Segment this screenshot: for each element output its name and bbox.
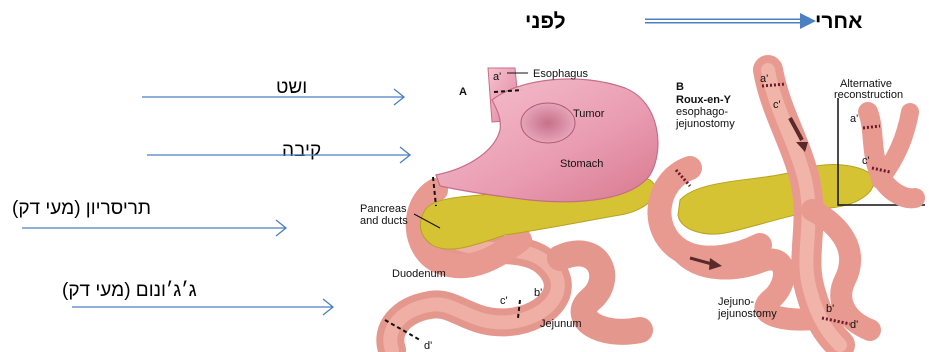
panel-a: A Esophagus Tumor Stomach Pancreas and d… (360, 68, 658, 352)
pointer-arrow-stomach (147, 147, 410, 163)
panel-b-title-2: esophago- (676, 106, 728, 118)
b-d-prime-label: d' (850, 319, 858, 331)
panel-b: B Roux-en-Y esophago- jejunostomy a' c' … (659, 70, 925, 345)
b-prime-label: b' (534, 287, 542, 299)
a-prime-label: a' (493, 71, 501, 83)
jejunum-label: Jejunum (540, 318, 582, 330)
b-c-prime-label: c' (773, 99, 781, 111)
panel-a-letter: A (459, 86, 467, 98)
d-prime-label: d' (424, 340, 432, 352)
pancreas-label-2: and ducts (360, 215, 408, 227)
tumor-shape (521, 103, 575, 143)
alt-a-prime-label: a' (850, 113, 858, 125)
jj-label-2: jejunostomy (717, 308, 777, 320)
pointer-arrow-jejunum (72, 299, 333, 315)
esophagus-label: Esophagus (533, 68, 589, 80)
pointer-arrow-esophagus (142, 89, 404, 105)
panel-b-title-3: jejunostomy (675, 118, 735, 130)
panel-b-letter: B (676, 81, 684, 93)
duodenum-label: Duodenum (392, 268, 446, 280)
jj-label-1: Jejuno- (718, 296, 754, 308)
b-b-prime-label: b' (826, 303, 834, 315)
b-a-prime-label: a' (760, 73, 768, 85)
stomach-label: Stomach (560, 158, 603, 170)
tumor-label: Tumor (573, 108, 605, 120)
c-prime-label: c' (500, 295, 508, 307)
header-arrow (645, 13, 816, 29)
pancreas-label-1: Pancreas (360, 203, 407, 215)
pointer-arrow-duodenum (22, 220, 286, 236)
panel-b-title-1: Roux-en-Y (676, 94, 732, 106)
alt-label-2: reconstruction (834, 89, 903, 101)
alt-c-prime-label: c' (862, 155, 870, 167)
